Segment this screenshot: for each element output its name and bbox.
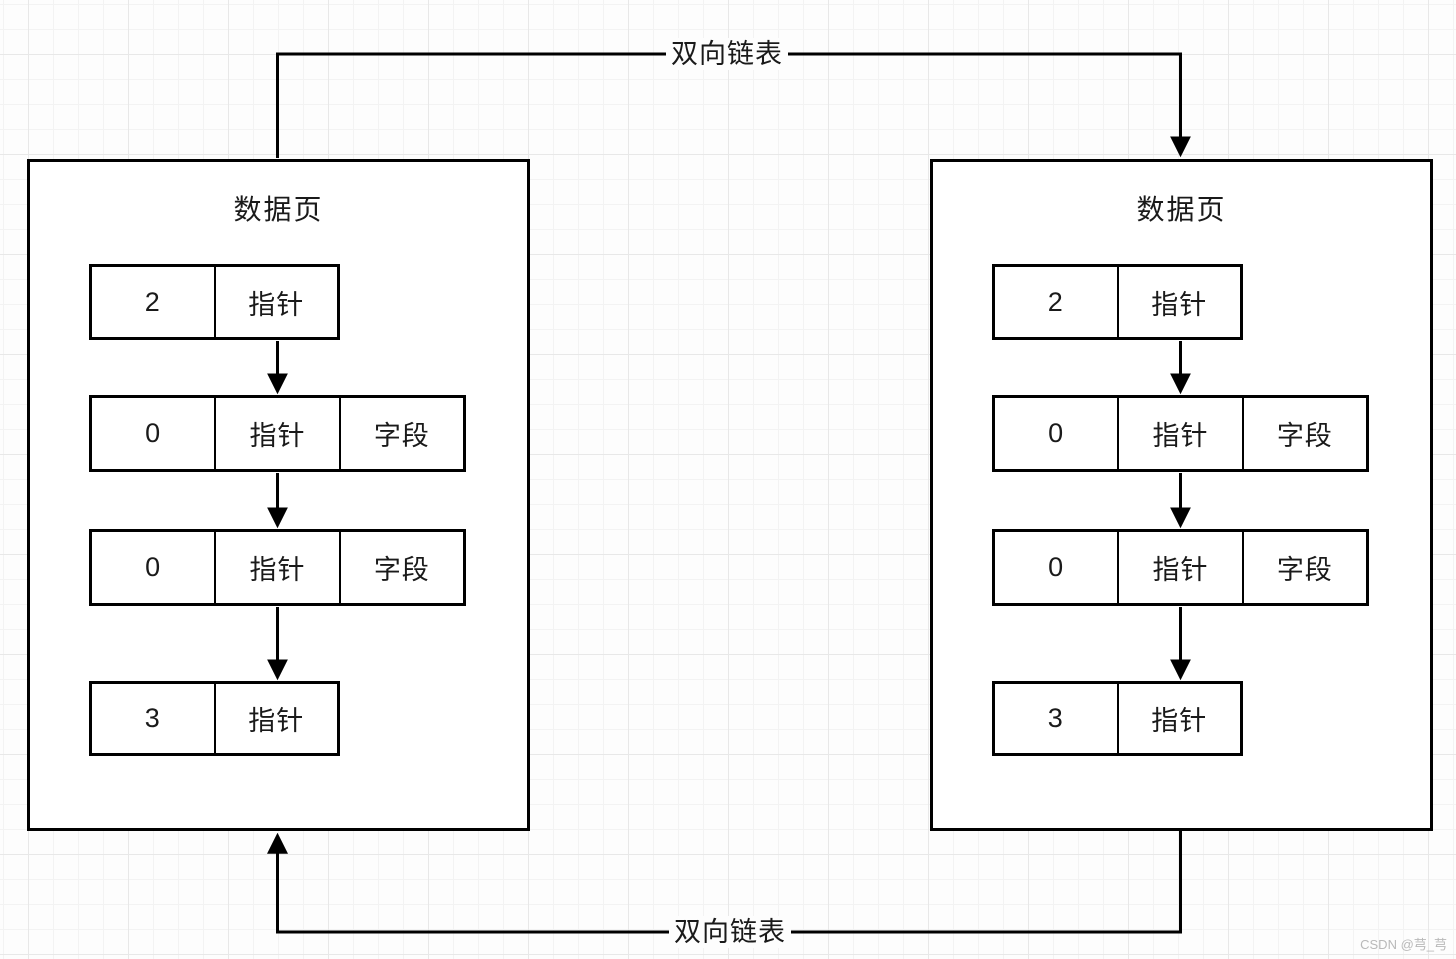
record-cell-value: 2 (1047, 286, 1064, 317)
record-row: 3 指针 (89, 681, 340, 756)
record-cell-pointer: 指针 (213, 684, 338, 753)
data-page-box-left: 数据页 2 指针 0 指针 字段 0 指针 字段 3 指针 (27, 159, 530, 831)
data-page-box-right: 数据页 2 指针 0 指针 字段 0 指针 字段 3 指针 (930, 159, 1433, 831)
record-cell-field: 字段 (1241, 532, 1366, 603)
record-cell-pointer: 指针 (1116, 684, 1241, 753)
record-cell-value: 0 (145, 552, 162, 582)
doubly-linked-list-label-top: 双向链表 (666, 38, 788, 70)
record-cell-value: 3 (1047, 703, 1064, 733)
record-row: 2 指针 (992, 264, 1243, 340)
record-row: 2 指针 (89, 264, 340, 340)
record-cell-field: 字段 (1241, 398, 1366, 469)
record-cell-pointer: 指针 (213, 267, 338, 337)
page-title: 数据页 (233, 194, 324, 225)
record-cell-pointer: 指针 (1117, 532, 1241, 603)
record-cell-field: 字段 (338, 532, 463, 603)
record-row: 0 指针 字段 (992, 395, 1369, 472)
record-cell-field: 字段 (338, 398, 463, 469)
record-cell-value: 2 (144, 286, 161, 317)
record-cell-value: 0 (1048, 418, 1065, 448)
record-cell-pointer: 指针 (214, 532, 338, 603)
record-cell-pointer: 指针 (214, 398, 338, 469)
record-row: 0 指针 字段 (992, 529, 1369, 606)
record-cell-pointer: 指针 (1117, 398, 1241, 469)
record-row: 3 指针 (992, 681, 1243, 756)
record-cell-value: 3 (144, 703, 161, 733)
record-cell-pointer: 指针 (1116, 267, 1241, 337)
page-title: 数据页 (1136, 194, 1227, 225)
record-row: 0 指针 字段 (89, 395, 466, 472)
watermark: CSDN @芎_芎 (1360, 937, 1447, 952)
record-row: 0 指针 字段 (89, 529, 466, 606)
doubly-linked-list-label-bottom: 双向链表 (669, 916, 791, 948)
record-cell-value: 0 (1048, 552, 1065, 582)
record-cell-value: 0 (145, 418, 162, 448)
